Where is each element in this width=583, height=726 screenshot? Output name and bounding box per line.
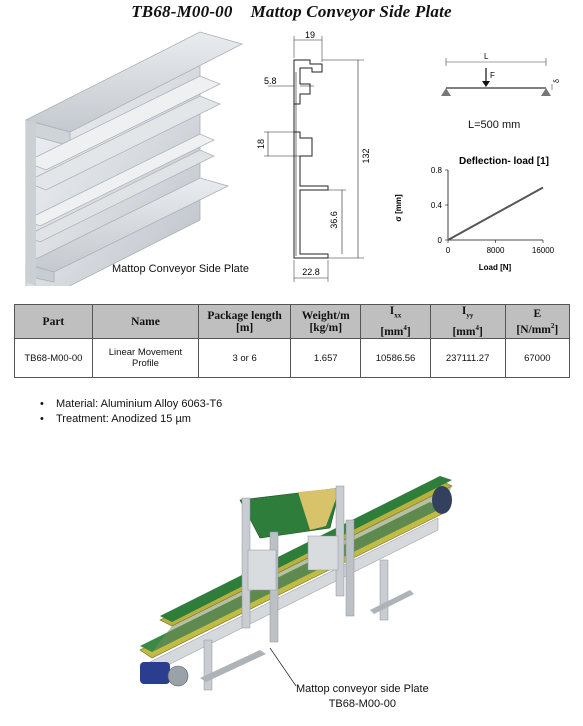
x-tick-label: 0: [446, 246, 451, 255]
note-material: Material: Aluminium Alloy 6063-T6: [40, 397, 222, 412]
th-e-main: E: [533, 307, 542, 320]
graph-title: Deflection- load [1]: [459, 156, 549, 167]
th-weight-main: Weight/m: [301, 309, 350, 322]
th-e: E [N/mm2]: [504, 304, 571, 339]
th-ixx: Ixx [mm4]: [360, 304, 431, 339]
dim-18: 18: [256, 139, 266, 149]
cross-section-drawing: 19 5.8 18 132 36.6 22.8: [256, 30, 371, 282]
cell-part: TB68-M00-00: [14, 338, 93, 378]
th-iyy-sub: yy: [466, 311, 474, 320]
title-part-code: TB68-M00-00: [131, 2, 233, 21]
th-iyy-sup: 4: [475, 323, 479, 332]
bottom-caption-line1: Mattop conveyor side Plate: [296, 683, 429, 695]
dim-132: 132: [361, 148, 371, 163]
cell-ixx: 10586.56: [360, 338, 431, 378]
beam-force-label: F: [490, 71, 495, 80]
th-e-sup: 2: [550, 321, 555, 330]
cell-e: 67000: [504, 338, 571, 378]
cell-weight: 1.657: [290, 338, 362, 378]
cell-name-line2: Profile: [132, 358, 159, 369]
th-weight-unit: [kg/m]: [309, 321, 343, 334]
page-title: TB68-M00-00 Mattop Conveyor Side Plate: [0, 2, 583, 22]
cell-package-length: 3 or 6: [198, 338, 292, 378]
y-tick-label: 0: [438, 236, 443, 245]
dim-5-8: 5.8: [264, 76, 277, 86]
th-e-unit: [N/mm: [516, 323, 551, 336]
deflection-load-graph: Deflection- load [1] 0 0.4 0.8 0 8000 16000 σ…: [394, 156, 555, 272]
graph-xlabel: Load [N]: [479, 263, 512, 272]
th-e-unit-end: ]: [554, 323, 559, 336]
cell-name-line1: Linear Movement: [108, 347, 183, 358]
span-length: L=500 mm: [468, 119, 521, 131]
th-package-length-main: Package length: [207, 309, 282, 322]
dim-19: 19: [305, 30, 315, 40]
material-notes: Material: Aluminium Alloy 6063-T6 Treatm…: [40, 397, 222, 426]
th-iyy-unit-end: ]: [478, 325, 483, 338]
cell-name: Linear Movement Profile: [91, 338, 200, 378]
y-tick-label: 0.8: [431, 166, 443, 175]
x-tick-label: 8000: [487, 246, 505, 255]
th-ixx-unit: [mm: [380, 325, 404, 338]
th-package-length: Package length [m]: [198, 304, 292, 339]
y-tick-label: 0.4: [431, 201, 443, 210]
spec-table: Part Name Package length [m] Weight/m [k…: [14, 304, 571, 378]
th-ixx-unit-end: ]: [406, 325, 411, 338]
th-iyy-unit: [mm: [452, 325, 476, 338]
beam-length-label: L: [484, 52, 489, 61]
th-ixx-sup: 4: [403, 323, 407, 332]
th-iyy: Iyy [mm4]: [429, 304, 506, 339]
series-line: [447, 186, 544, 241]
table-header-row: Part Name Package length [m] Weight/m [k…: [14, 304, 571, 339]
th-package-length-unit: [m]: [235, 321, 254, 334]
note-treatment: Treatment: Anodized 15 µm: [40, 412, 222, 427]
th-part: Part: [14, 304, 93, 339]
graph-ylabel: σ [mm]: [394, 194, 403, 222]
beam-deflection-label: δ: [554, 79, 561, 83]
th-name: Name: [91, 304, 200, 339]
conveyor-render: [139, 476, 453, 691]
profile-3d-render: [24, 31, 244, 286]
dim-22-8: 22.8: [302, 267, 320, 277]
profile-caption: Mattop Conveyor Side Plate: [112, 263, 249, 275]
table-row: TB68-M00-00 Linear Movement Profile 3 or…: [14, 338, 571, 378]
bottom-caption-line2: TB68-M00-00: [328, 698, 396, 710]
th-weight: Weight/m [kg/m]: [290, 304, 362, 339]
cell-iyy: 237111.27: [429, 338, 506, 378]
beam-diagram: L F δ: [441, 52, 561, 96]
th-ixx-main: I: [389, 305, 395, 318]
x-tick-label: 16000: [532, 246, 555, 255]
bottom-caption: Mattop conveyor side Plate TB68-M00-00: [296, 682, 429, 712]
th-iyy-main: I: [461, 305, 467, 318]
th-ixx-sub: xx: [394, 311, 402, 320]
title-part-name: Mattop Conveyor Side Plate: [250, 2, 452, 21]
dim-36-6: 36.6: [329, 211, 339, 229]
